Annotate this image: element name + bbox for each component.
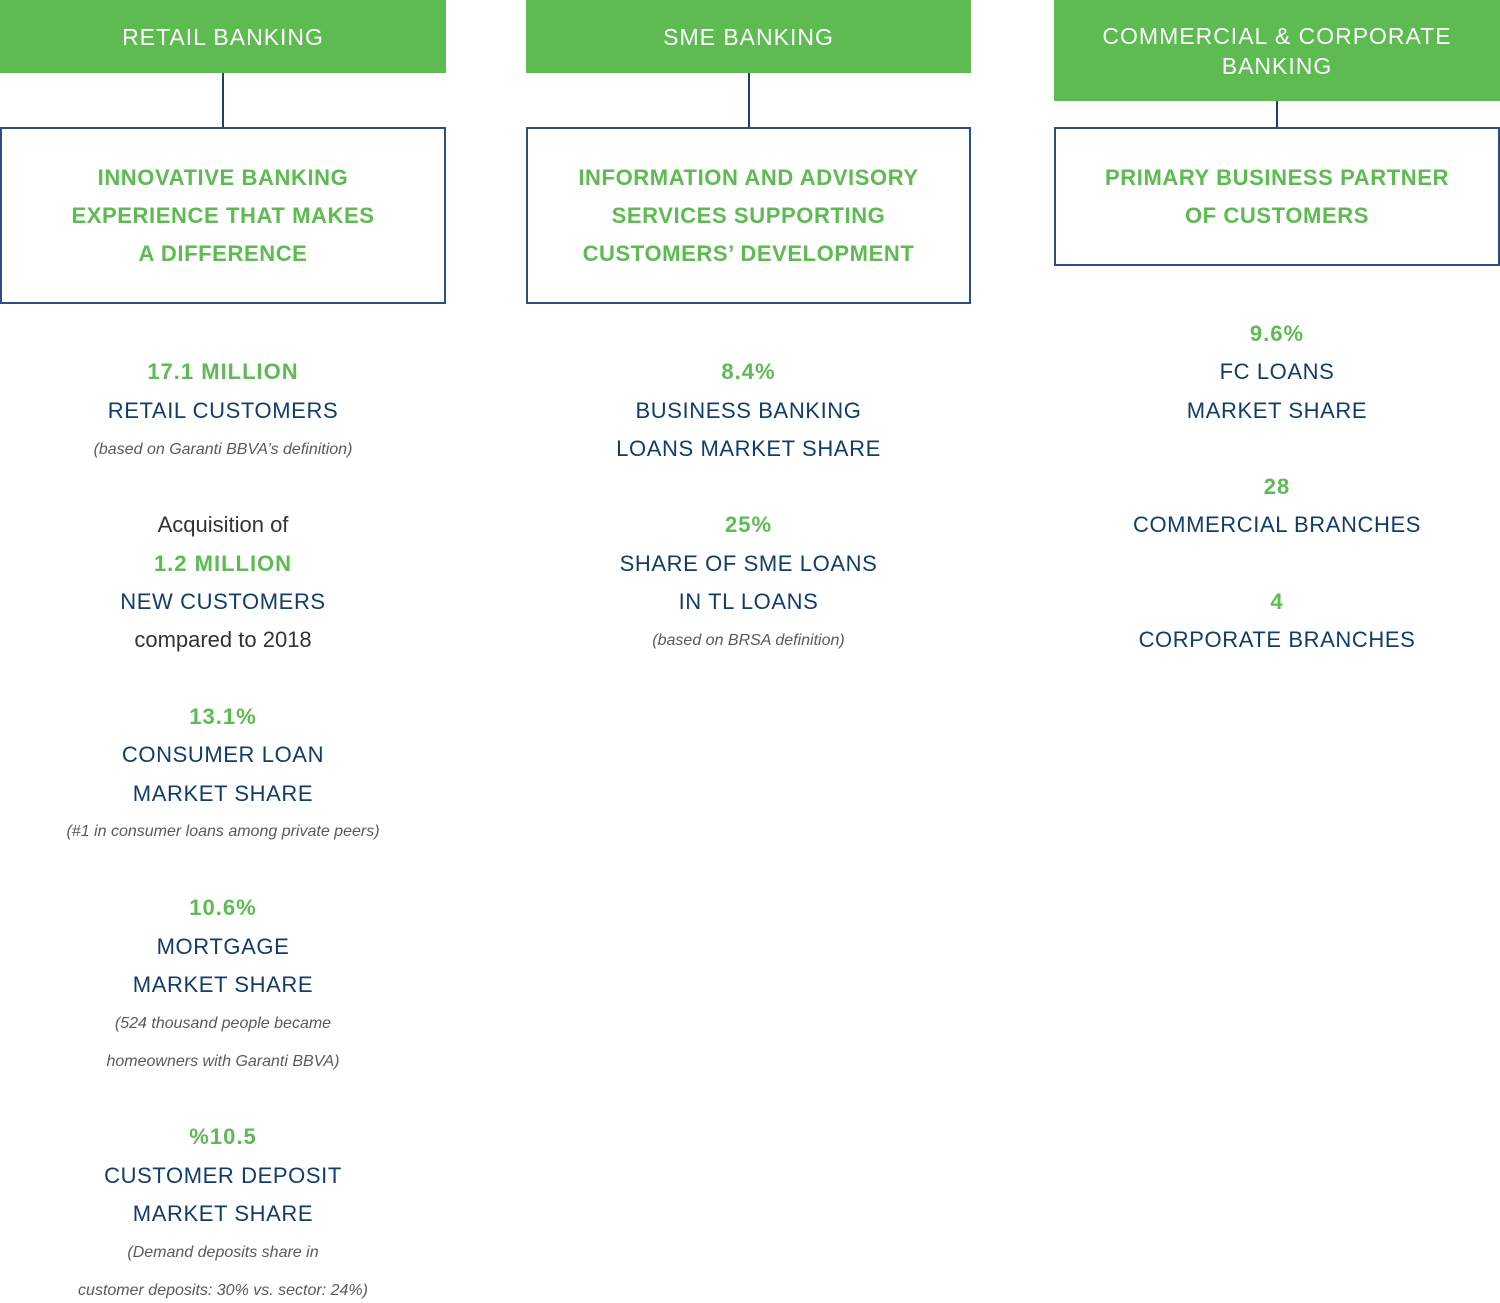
deposit-note-2: customer deposits: 30% vs. sector: 24%): [78, 1282, 368, 1299]
corporate-banking-header: COMMERCIAL & CORPORATE BANKING: [1054, 0, 1500, 101]
retail-mission-line-1: INNOVATIVE BANKING: [97, 164, 349, 190]
deposit-label-2: MARKET SHARE: [132, 1201, 314, 1226]
retail-customers-label: RETAIL CUSTOMERS: [107, 398, 339, 423]
retail-mission-box: INNOVATIVE BANKING EXPERIENCE THAT MAKES…: [0, 127, 446, 304]
corporate-branches-value: 4: [1270, 589, 1284, 614]
sme-banking-header-label: SME BANKING: [663, 23, 834, 50]
retail-customers-value: 17.1 MILLION: [147, 359, 299, 384]
corporate-mission-line-2: OF CUSTOMERS: [1184, 202, 1369, 228]
corporate-mission-line-1: PRIMARY BUSINESS PARTNER: [1104, 164, 1450, 190]
corporate-banking-header-line-2: BANKING: [1221, 52, 1333, 79]
consumer-loan-value: 13.1%: [189, 704, 257, 729]
retail-acquisition-value: 1.2 MILLION: [153, 551, 293, 576]
retail-acquisition-prefix: Acquisition of: [157, 512, 289, 537]
sme-loans-note: (based on BRSA definition): [652, 632, 845, 649]
mortgage-label-2: MARKET SHARE: [132, 972, 314, 997]
sme-loans-label-2: IN TL LOANS: [678, 589, 819, 614]
sme-mission-box: INFORMATION AND ADVISORY SERVICES SUPPOR…: [526, 127, 971, 304]
mortgage-note-1: (524 thousand people became: [114, 1015, 332, 1032]
mortgage-note-2: homeowners with Garanti BBVA): [106, 1053, 340, 1070]
consumer-loan-label-1: CONSUMER LOAN: [121, 742, 325, 767]
retail-acquisition-suffix: compared to 2018: [134, 627, 312, 652]
business-banking-label-2: LOANS MARKET SHARE: [616, 436, 881, 461]
consumer-loan-label-2: MARKET SHARE: [132, 781, 314, 806]
retail-customers-note: (based on Garanti BBVA’s definition): [93, 441, 353, 458]
retail-banking-header: RETAIL BANKING: [0, 0, 446, 73]
retail-acquisition-label: NEW CUSTOMERS: [120, 589, 326, 614]
business-banking-label-1: BUSINESS BANKING: [635, 398, 862, 423]
retail-banking-header-label: RETAIL BANKING: [122, 23, 324, 50]
consumer-loan-note: (#1 in consumer loans among private peer…: [66, 823, 380, 840]
sme-loans-value: 25%: [724, 512, 773, 537]
sme-mission-line-1: INFORMATION AND ADVISORY: [578, 164, 919, 190]
deposit-note-1: (Demand deposits share in: [127, 1244, 319, 1261]
commercial-branches-value: 28: [1263, 474, 1291, 499]
corporate-branches-label: CORPORATE BRANCHES: [1138, 627, 1416, 652]
sme-banking-header: SME BANKING: [526, 0, 971, 73]
sme-mission-line-3: CUSTOMERS’ DEVELOPMENT: [582, 240, 915, 266]
sme-loans-label-1: SHARE OF SME LOANS: [619, 551, 878, 576]
sme-connector: [747, 73, 750, 128]
sme-mission-line-2: SERVICES SUPPORTING: [611, 202, 886, 228]
business-banking-value: 8.4%: [721, 359, 776, 384]
fc-loans-label-1: FC LOANS: [1219, 359, 1335, 384]
mortgage-label-1: MORTGAGE: [156, 934, 290, 959]
deposit-value: %10.5: [189, 1124, 257, 1149]
mortgage-value: 10.6%: [189, 895, 257, 920]
retail-mission-line-2: EXPERIENCE THAT MAKES: [71, 202, 375, 228]
retail-mission-line-3: A DIFFERENCE: [138, 240, 308, 266]
corporate-connector: [1276, 101, 1278, 128]
fc-loans-value: 9.6%: [1249, 321, 1305, 346]
commercial-branches-label: COMMERCIAL BRANCHES: [1132, 512, 1422, 537]
fc-loans-label-2: MARKET SHARE: [1186, 398, 1368, 423]
deposit-label-1: CUSTOMER DEPOSIT: [104, 1163, 342, 1188]
corporate-mission-box: PRIMARY BUSINESS PARTNER OF CUSTOMERS: [1054, 127, 1500, 266]
corporate-banking-header-line-1: COMMERCIAL & CORPORATE: [1102, 22, 1452, 49]
retail-connector: [222, 73, 224, 128]
